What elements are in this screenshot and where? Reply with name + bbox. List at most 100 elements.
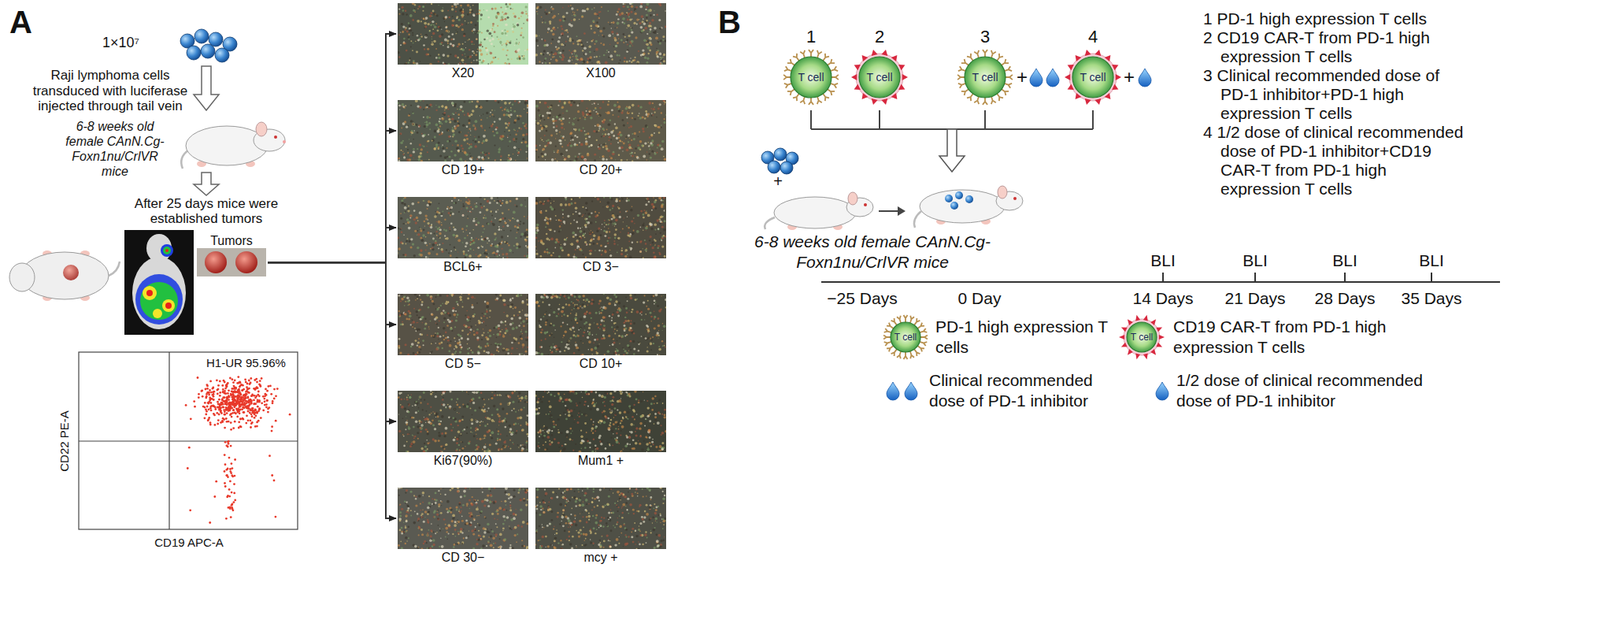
stain-speckle — [494, 159, 497, 162]
flow-dot — [238, 403, 241, 407]
inhibitor-drop — [1138, 68, 1152, 87]
arrow-connector — [267, 262, 397, 519]
stain-speckle — [507, 129, 511, 132]
stain-speckle — [662, 56, 663, 58]
stain-speckle — [505, 113, 508, 116]
day-label: 14 Days — [1132, 288, 1193, 308]
mouse-figure — [914, 211, 922, 228]
stain-speckle — [514, 41, 518, 45]
stain-speckle — [499, 137, 501, 139]
stain-speckle — [485, 151, 488, 154]
flow-dot — [212, 398, 215, 401]
mouse-figure — [997, 185, 1008, 199]
stain-speckle — [461, 147, 464, 150]
stain-speckle — [492, 123, 494, 126]
stain-speckle — [518, 43, 519, 45]
stain-speckle — [488, 126, 491, 129]
stain-speckle — [632, 44, 634, 46]
flow-dot — [223, 413, 226, 416]
flow-dot — [274, 394, 278, 397]
flow-dot — [185, 403, 188, 407]
stain-speckle — [626, 24, 630, 28]
stain-speckle — [491, 114, 493, 116]
stain-speckle — [492, 28, 494, 30]
stain-speckle — [429, 62, 433, 65]
flow-dot — [225, 396, 229, 399]
tumor-image — [235, 251, 258, 274]
stain-speckle — [522, 137, 525, 141]
flow-dot — [214, 423, 217, 426]
flow-dot — [237, 392, 241, 395]
flow-dot — [247, 410, 250, 413]
cell-cluster — [186, 45, 201, 60]
pd1-receptor — [886, 322, 894, 330]
stain-speckle — [477, 31, 479, 34]
stain-speckle — [664, 39, 667, 42]
stain-speckle — [473, 124, 475, 126]
flow-dot — [229, 377, 232, 380]
stain-speckle — [570, 7, 574, 10]
flow-dot — [226, 396, 230, 399]
timeline-axis — [821, 272, 1500, 282]
stain-speckle — [509, 157, 513, 161]
flow-dot — [240, 400, 244, 404]
stain-speckle — [442, 149, 445, 152]
stain-speckle — [506, 108, 510, 112]
stain-speckle — [518, 58, 521, 60]
stain-speckle — [491, 37, 494, 41]
stain-speckle — [429, 55, 432, 57]
stain-speckle — [492, 134, 496, 138]
stain-speckle — [474, 144, 478, 149]
stain-speckle — [596, 21, 599, 24]
stain-speckle — [472, 139, 475, 141]
pd1-receptor — [914, 318, 921, 326]
stain-speckle — [464, 62, 467, 65]
stain-speckle — [422, 44, 426, 47]
car-receptor — [1118, 334, 1125, 340]
flow-dot — [258, 383, 261, 386]
stain-speckle — [418, 100, 422, 102]
stain-speckle — [625, 27, 627, 29]
stain-speckle — [420, 33, 422, 35]
stain-speckle — [455, 10, 457, 12]
stain-speckle — [405, 125, 408, 129]
stain-speckle — [500, 32, 504, 36]
stain-speckle — [629, 44, 632, 48]
mouse-figure — [848, 192, 858, 205]
stain-speckle — [509, 40, 512, 42]
stain-speckle — [606, 49, 608, 52]
stain-speckle — [475, 104, 478, 108]
stain-speckle — [469, 152, 471, 154]
stain-speckle — [403, 106, 406, 109]
stain-speckle — [555, 59, 557, 61]
stain-speckle — [410, 119, 413, 123]
stain-speckle — [585, 7, 589, 12]
flow-dot — [206, 405, 209, 408]
stain-speckle — [583, 46, 587, 50]
stain-speckle — [409, 57, 412, 60]
flow-dot — [188, 446, 191, 449]
stain-speckle — [421, 133, 423, 135]
flow-dot — [207, 393, 211, 397]
flow-dot — [236, 381, 239, 385]
stain-speckle — [480, 13, 483, 16]
bioluminescence-image — [146, 233, 172, 263]
stain-speckle — [471, 43, 474, 45]
flow-dot — [262, 397, 266, 400]
flow-dot — [221, 420, 224, 423]
stain-speckle — [421, 17, 423, 19]
car-receptor — [1127, 348, 1134, 356]
stain-speckle — [646, 40, 648, 41]
stain-speckle — [455, 29, 456, 31]
step-arrow — [878, 210, 899, 212]
stain-speckle — [518, 41, 520, 43]
stain-speckle — [407, 22, 410, 24]
pd1-receptor — [910, 315, 915, 324]
stain-speckle — [438, 133, 441, 136]
stain-speckle — [518, 127, 520, 130]
stain-speckle — [446, 147, 449, 149]
stain-speckle — [455, 15, 459, 19]
stain-speckle — [476, 59, 478, 61]
stain-speckle — [518, 58, 522, 61]
stain-speckle — [560, 43, 563, 46]
